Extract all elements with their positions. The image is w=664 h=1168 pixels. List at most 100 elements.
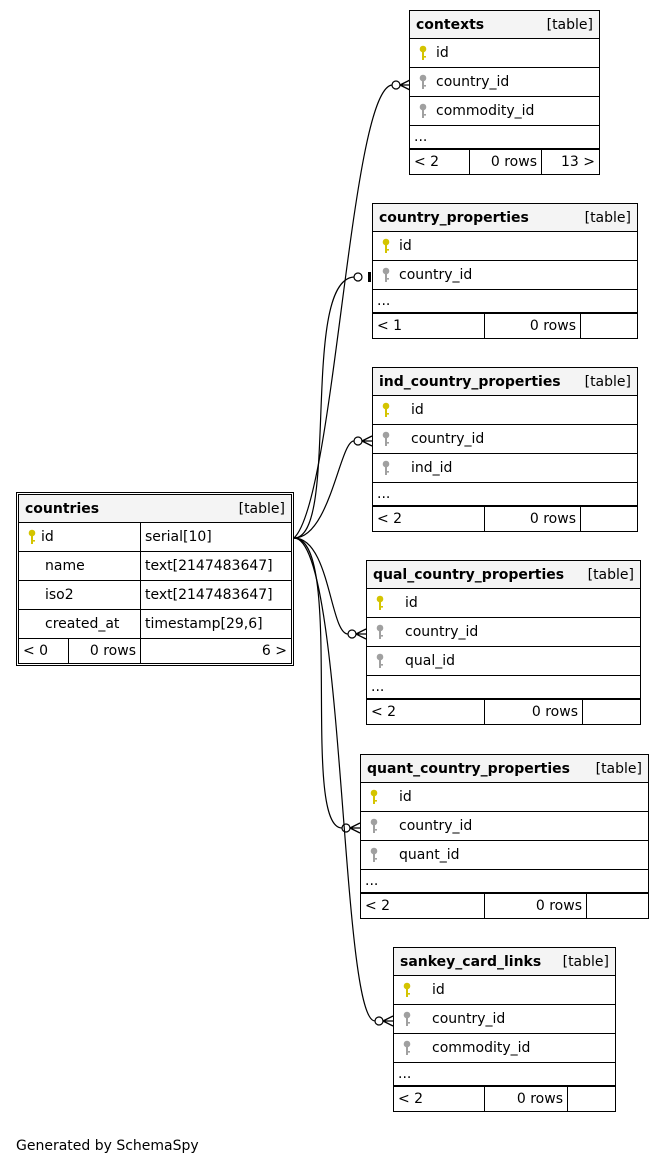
relationship-line — [293, 537, 367, 640]
parent-count[interactable]: < 2 — [361, 894, 485, 918]
column-name: id — [399, 789, 412, 805]
table-type-tag: [table] — [238, 500, 285, 517]
column-name: commodity_id — [436, 103, 535, 119]
column-row: id — [410, 39, 599, 68]
row-count: 0 rows — [485, 1087, 568, 1111]
relationship-line — [293, 272, 371, 539]
table-type-tag: [table] — [587, 566, 634, 583]
generator-credit: Generated by SchemaSpy — [16, 1138, 199, 1154]
table-name: quant_country_properties — [367, 760, 570, 777]
more-columns-indicator: ... — [373, 483, 637, 507]
child-count[interactable]: 13 > — [561, 154, 595, 170]
foreign-key-icon — [414, 74, 432, 90]
parent-count[interactable]: < 1 — [373, 314, 485, 338]
optional-circle — [347, 629, 357, 639]
countries-table[interactable]: countries [table] id serial[10] name tex… — [16, 492, 294, 666]
child-count[interactable] — [581, 314, 637, 338]
child-count[interactable] — [568, 1087, 615, 1111]
column-row: quant_id — [361, 841, 648, 870]
table-type-tag: [table] — [562, 953, 609, 970]
column-name: id — [432, 982, 445, 998]
child-count[interactable] — [581, 507, 637, 531]
one-bar — [368, 272, 371, 282]
row-count: 0 rows — [69, 639, 141, 663]
column-name: name — [45, 558, 85, 574]
column-name: country_id — [399, 267, 473, 283]
column-row: country_id — [373, 261, 637, 290]
column-row: ind_id — [373, 454, 637, 483]
column-name: qual_id — [405, 653, 456, 669]
foreign-key-icon — [398, 1011, 416, 1027]
parent-count[interactable]: < 2 — [394, 1087, 485, 1111]
column-row: id — [373, 232, 637, 261]
column-row: created_at timestamp[29,6] — [19, 610, 291, 639]
optional-circle — [391, 80, 401, 90]
column-name: country_id — [432, 1011, 506, 1027]
column-row: iso2 text[2147483647] — [19, 581, 291, 610]
column-name: id — [41, 529, 54, 545]
qual-country-properties-table[interactable]: qual_country_properties [table] id country_… — [366, 560, 641, 725]
parent-count[interactable]: < 0 — [19, 639, 69, 663]
contexts-table[interactable]: contexts[table]id country_id commodity_id.… — [409, 10, 600, 175]
many-crowfoot — [349, 822, 361, 834]
relationship-line — [293, 435, 373, 539]
more-columns-indicator: ... — [410, 126, 599, 150]
parent-count[interactable]: < 2 — [367, 700, 485, 724]
row-count: 0 rows — [485, 507, 581, 531]
column-type: serial[10] — [145, 529, 212, 545]
column-row: id serial[10] — [19, 523, 291, 552]
foreign-key-icon — [377, 267, 395, 283]
column-name: iso2 — [45, 587, 74, 603]
row-count: 0 rows — [470, 150, 542, 174]
optional-circle — [341, 823, 351, 833]
many-crowfoot — [361, 435, 373, 447]
row-count: 0 rows — [485, 894, 587, 918]
column-row: country_id — [361, 812, 648, 841]
column-name: commodity_id — [432, 1040, 531, 1056]
column-row: qual_id — [367, 647, 640, 676]
table-header: contexts[table] — [410, 11, 599, 39]
column-name: country_id — [436, 74, 510, 90]
table-footer: < 0 0 rows 6 > — [19, 639, 291, 663]
more-columns-indicator: ... — [361, 870, 648, 894]
quant-country-properties-table[interactable]: quant_country_properties [table] id country… — [360, 754, 649, 919]
foreign-key-icon — [398, 1040, 416, 1056]
column-row: country_id — [367, 618, 640, 647]
table-header: qual_country_properties [table] — [367, 561, 640, 589]
column-row: id — [394, 976, 615, 1005]
child-count[interactable] — [587, 894, 648, 918]
child-count[interactable]: 6 > — [261, 643, 287, 659]
table-type-tag: [table] — [546, 16, 593, 33]
table-type-tag: [table] — [584, 209, 631, 226]
optional-circle — [374, 1016, 384, 1026]
column-row: country_id — [410, 68, 599, 97]
table-header: ind_country_properties[table] — [373, 368, 637, 396]
many-crowfoot — [399, 79, 411, 91]
table-type-tag: [table] — [595, 760, 642, 777]
more-columns-indicator: ... — [394, 1063, 615, 1087]
column-name: quant_id — [399, 847, 460, 863]
table-header: countries [table] — [19, 495, 291, 523]
column-row: commodity_id — [410, 97, 599, 126]
parent-count[interactable]: < 2 — [410, 150, 470, 174]
column-row: id — [367, 589, 640, 618]
primary-key-icon — [365, 789, 383, 805]
column-name: id — [399, 238, 412, 254]
column-row: commodity_id — [394, 1034, 615, 1063]
parent-count[interactable]: < 2 — [373, 507, 485, 531]
column-row: id — [361, 783, 648, 812]
column-row: name text[2147483647] — [19, 552, 291, 581]
child-count[interactable] — [583, 700, 640, 724]
table-name: qual_country_properties — [373, 566, 565, 583]
foreign-key-icon — [377, 460, 395, 476]
column-name: country_id — [405, 624, 479, 640]
foreign-key-icon — [365, 847, 383, 863]
